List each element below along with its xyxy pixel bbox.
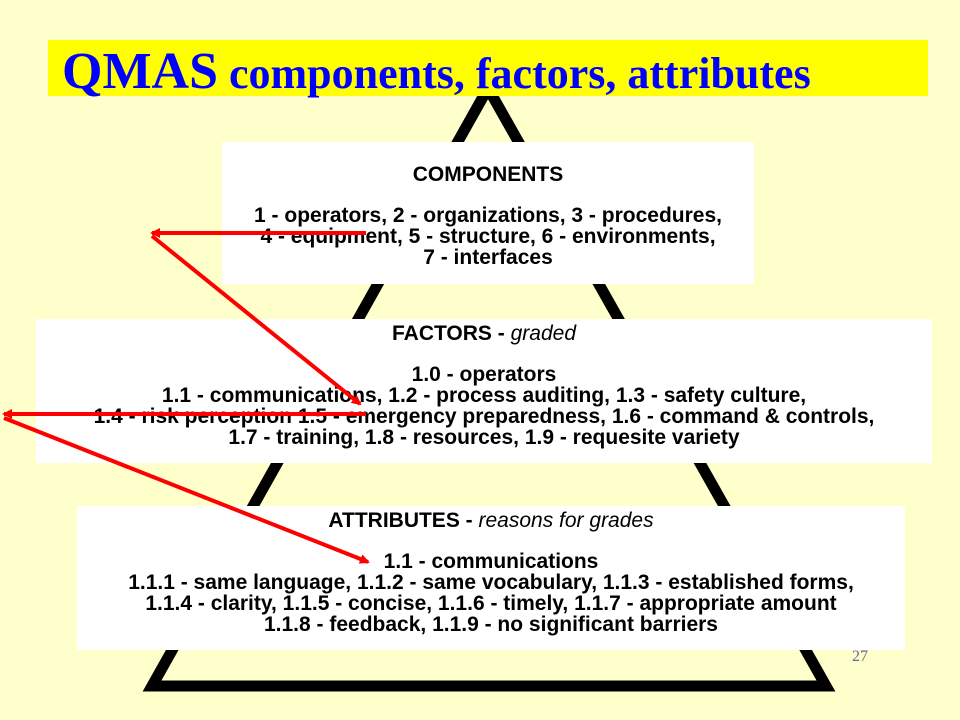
title-rest: components, factors, attributes xyxy=(218,49,811,98)
components-line-1: 1 - operators, 2 - organizations, 3 - pr… xyxy=(254,204,722,227)
factors-heading-italic: graded xyxy=(510,322,576,345)
title-main: QMAS xyxy=(62,43,218,100)
components-line-3: 7 - interfaces xyxy=(423,246,553,269)
attributes-line-2: 1.1.1 - same language, 1.1.2 - same voca… xyxy=(128,571,854,594)
attributes-heading: ATTRIBUTES - reasons for grades xyxy=(77,510,905,531)
components-box: COMPONENTS 1 - operators, 2 - organizati… xyxy=(222,142,754,284)
attributes-line-1: 1.1 - communications xyxy=(383,550,599,573)
title-bar xyxy=(48,40,928,96)
attributes-box: ATTRIBUTES - reasons for grades 1.1 - co… xyxy=(77,506,905,650)
attributes-heading-italic: reasons for grades xyxy=(478,509,654,532)
factors-heading: FACTORS - graded xyxy=(36,323,932,344)
factors-line-2: 1.1 - communications, 1.2 - process audi… xyxy=(161,384,807,407)
factors-line-3: 1.4 - risk perception 1.5 - emergency pr… xyxy=(93,405,875,428)
factors-heading-label: FACTORS - xyxy=(391,322,511,345)
attributes-heading-label: ATTRIBUTES - xyxy=(328,509,479,532)
attributes-line-3: 1.1.4 - clarity, 1.1.5 - concise, 1.1.6 … xyxy=(145,592,837,615)
page-number: 27 xyxy=(852,648,868,665)
factors-line-4: 1.7 - training, 1.8 - resources, 1.9 - r… xyxy=(228,426,740,449)
attributes-line-4: 1.1.8 - feedback, 1.1.9 - no significant… xyxy=(263,613,718,636)
page-title: QMAS components, factors, attributes xyxy=(62,40,811,104)
components-heading: COMPONENTS xyxy=(412,163,564,186)
components-line-2: 4 - equipment, 5 - structure, 6 - enviro… xyxy=(260,225,716,248)
factors-box: FACTORS - graded 1.0 - operators 1.1 - c… xyxy=(36,319,932,463)
factors-line-1: 1.0 - operators xyxy=(411,363,557,386)
